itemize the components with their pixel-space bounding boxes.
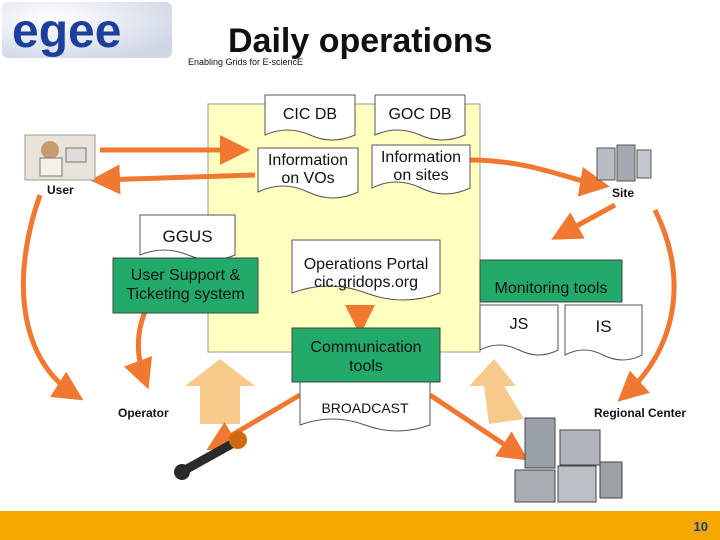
page-title: Daily operations <box>228 22 493 60</box>
user-support-line-1: User Support & <box>130 267 241 284</box>
ggus-shape <box>139 214 236 261</box>
goc-db-shape <box>374 94 466 141</box>
regional-center-servers-icon <box>514 417 623 503</box>
tagline: Enabling Grids for E-sciencE <box>188 57 304 67</box>
site-server-icon <box>596 144 652 182</box>
footer-bar <box>0 511 720 540</box>
communication-tools-label: Communication tools <box>292 338 440 376</box>
info-vos-line-2: on VOs <box>281 170 335 187</box>
monitoring-tools-box <box>479 259 623 303</box>
page-number: 10 <box>693 519 708 534</box>
is-shape <box>564 304 643 361</box>
site-to-regional-arrow <box>617 208 677 402</box>
broadcast-to-operator-arrow <box>206 392 302 451</box>
user-support-box <box>112 257 259 314</box>
egee-logo-graphic: egee <box>2 2 172 58</box>
info-sites-label: Information on sites <box>372 149 470 185</box>
communication-tools-line-2: tools <box>349 358 383 375</box>
ops-portal-line-2: cic.gridops.org <box>313 274 419 291</box>
is-label: IS <box>595 317 612 336</box>
ops-portal-shape <box>291 239 441 301</box>
broadcast-label: BROADCAST <box>321 400 409 416</box>
user-label: User <box>47 183 74 197</box>
wrench-icon <box>174 431 247 480</box>
operations-area <box>207 103 481 353</box>
communication-tools-box <box>291 327 441 383</box>
regional-center-up-arrow <box>469 359 524 424</box>
user-support-line-2: Ticketing system <box>126 286 245 303</box>
regional-center-label: Regional Center <box>594 406 687 420</box>
logo-text: egee <box>12 5 121 58</box>
to-site-arrow <box>469 157 610 197</box>
ggus-label: GGUS <box>162 227 213 246</box>
cic-db-shape <box>264 94 356 141</box>
portal-to-user-arrow <box>90 164 256 195</box>
user-icon <box>24 134 96 181</box>
ops-portal-line-1: Operations Portal <box>303 256 429 273</box>
monitoring-tools-label: Monitoring tools <box>494 280 608 297</box>
info-sites-shape <box>371 144 471 195</box>
user-support-label: User Support & Ticketing system <box>113 266 258 304</box>
cic-db-label: CIC DB <box>282 106 338 123</box>
ops-portal-label: Operations Portal cic.gridops.org <box>292 256 440 292</box>
info-vos-line-1: Information <box>267 152 349 169</box>
broadcast-shape <box>299 381 431 432</box>
communication-tools-line-1: Communication <box>310 339 422 356</box>
goc-db-label: GOC DB <box>388 106 452 123</box>
site-label: Site <box>612 186 635 200</box>
js-shape <box>479 304 559 356</box>
operator-label: Operator <box>118 406 169 420</box>
info-sites-line-2: on sites <box>393 167 449 184</box>
info-vos-label: Information on VOs <box>258 152 358 188</box>
operator-up-arrow <box>185 359 255 424</box>
site-to-monitoring-arrow <box>551 202 617 240</box>
info-vos-shape <box>257 147 359 199</box>
user-to-operator-arrow <box>20 194 84 401</box>
broadcast-to-regional-arrow <box>428 392 529 461</box>
js-label: JS <box>509 316 529 333</box>
info-sites-line-1: Information <box>380 149 462 166</box>
egee-logo: egee <box>0 0 175 62</box>
